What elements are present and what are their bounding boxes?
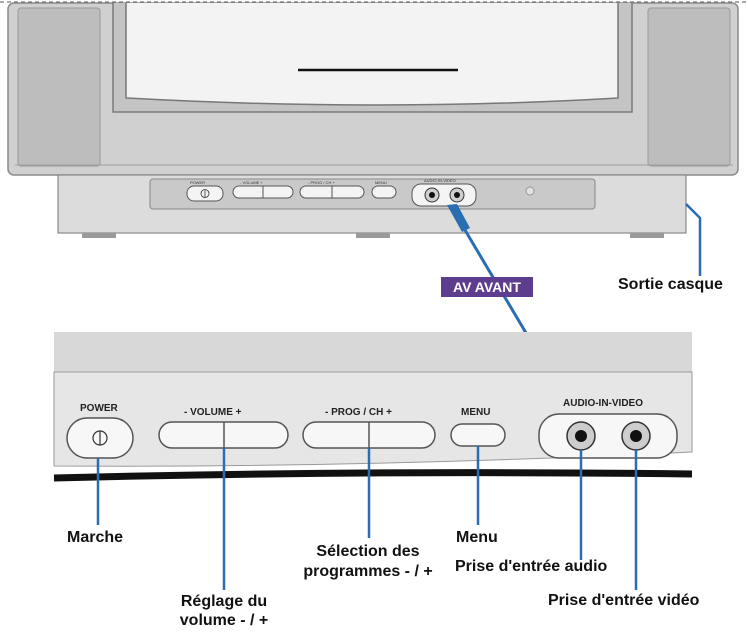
screen [125, 3, 619, 106]
selection-label-line2: programmes - / + [303, 563, 433, 580]
power-label: POWER [80, 403, 118, 414]
marche-label: Marche [67, 529, 124, 546]
mini-av-jacks [411, 183, 477, 207]
front-panel-strip: POWER - VOLUME + - PROG / CH + MENU AUDI… [57, 174, 687, 238]
audio-callout-label: Prise d'entrée audio [455, 558, 608, 575]
panel-edge [53, 469, 693, 482]
prog-label: - PROG / CH + [325, 407, 392, 418]
mini-prog-label: - PROG / CH + [308, 180, 335, 185]
mini-av-label: AUDIO-IN-VIDEO [424, 178, 456, 183]
menu-button [450, 423, 506, 447]
menu-label: MENU [461, 407, 491, 418]
mini-volume-label: - VOLUME + [240, 180, 263, 185]
mini-menu-label: MENU [375, 180, 387, 185]
menu-callout-label: Menu [456, 529, 498, 546]
enlarged-panel [53, 332, 693, 482]
speaker-left [17, 7, 101, 167]
reglage-label-line1: Réglage du [180, 593, 268, 610]
selection-label-line1: Sélection des [316, 543, 420, 560]
av-jack-panel [538, 413, 678, 459]
av-label: AUDIO-IN-VIDEO [563, 398, 643, 409]
mini-headphone-jack [525, 186, 535, 196]
sortie-casque-leader [685, 203, 702, 276]
volume-label: - VOLUME + [184, 407, 242, 418]
mini-menu-button [371, 185, 397, 199]
tv-body [0, 1, 748, 176]
reglage-label-line2: volume - / + [179, 612, 269, 629]
video-callout-label: Prise d'entrée vidéo [548, 592, 700, 609]
speaker-right [647, 7, 731, 167]
pointer-head [447, 204, 470, 232]
av-avant-badge: AV AVANT [441, 277, 533, 297]
sortie-casque-label: Sortie casque [618, 276, 723, 293]
mini-power-label: POWER [190, 180, 205, 185]
callout-leaders [96, 446, 638, 590]
